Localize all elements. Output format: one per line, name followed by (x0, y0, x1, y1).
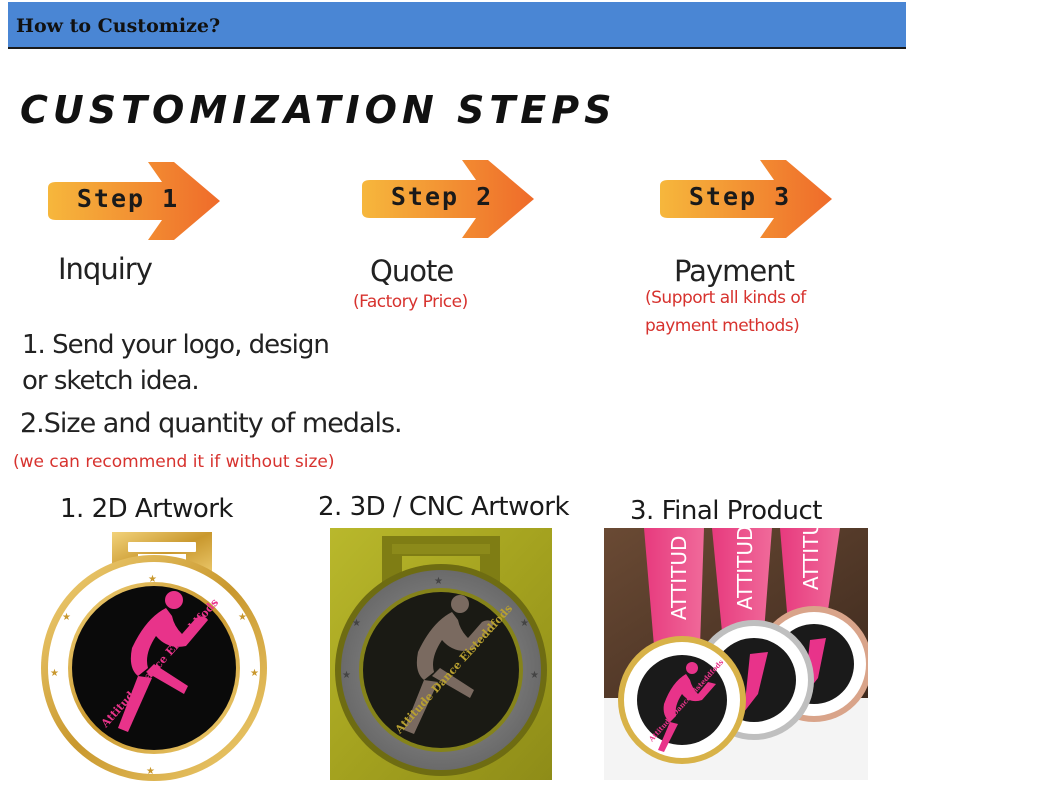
svg-text:★: ★ (50, 668, 59, 679)
step-3-sub-line1: (Support all kinds of (645, 288, 806, 308)
dancer-silhouette-icon (118, 591, 208, 732)
step-3-label: Step 3 (688, 182, 792, 211)
customization-steps-title: CUSTOMIZATION STEPS (20, 88, 617, 132)
svg-text:★: ★ (520, 618, 529, 629)
artwork-2d-image: ★ ★ ★ ★ ★ ★ Attitude Dance Eisteddfods (36, 528, 276, 783)
section-header: How to Customize? (8, 2, 906, 49)
artwork-3d-image: ★ ★ ★ ★ ★ Attitude Dance Eisteddfods (330, 528, 552, 780)
step-2-sub: (Factory Price) (353, 292, 468, 312)
ribbon-2-text: ATTITUD (733, 528, 757, 610)
instruction-2: 2.Size and quantity of medals. (20, 408, 403, 439)
step-1-arrow: Step 1 (44, 158, 224, 244)
svg-text:★: ★ (146, 766, 155, 777)
artwork-2-label: 2. 3D / CNC Artwork (318, 492, 570, 522)
svg-text:★: ★ (238, 612, 247, 623)
dancer-silhouette-icon (404, 595, 494, 734)
ribbon-1-text: ATTITUD (667, 536, 691, 620)
step-1-name: Inquiry (58, 252, 153, 286)
artwork-1-label: 1. 2D Artwork (60, 494, 234, 524)
final-product-image: ATTITUD ATTITUD ATTITUD Attitude Dance E… (604, 528, 868, 780)
dancer-silhouette-icon (658, 662, 716, 752)
step-2-label: Step 2 (390, 182, 494, 211)
svg-text:★: ★ (62, 612, 71, 623)
instruction-1-line-1: 1. Send your logo, design (22, 330, 330, 360)
step-3-name: Payment (674, 254, 795, 288)
step-2-name: Quote (370, 254, 454, 288)
svg-text:★: ★ (342, 670, 351, 681)
svg-text:★: ★ (434, 576, 443, 587)
svg-text:★: ★ (148, 574, 157, 585)
step-1-label: Step 1 (76, 184, 180, 213)
svg-text:★: ★ (250, 668, 259, 679)
step-2-arrow: Step 2 (358, 156, 538, 242)
instruction-1-line-2: or sketch idea. (22, 366, 200, 396)
step-3-arrow: Step 3 (656, 156, 836, 242)
svg-text:★: ★ (530, 670, 539, 681)
step-3-sub-line2: payment methods) (645, 316, 800, 336)
svg-text:★: ★ (352, 618, 361, 629)
artwork-3-label: 3. Final Product (630, 496, 822, 526)
section-header-title: How to Customize? (16, 15, 221, 37)
ribbon-3-text: ATTITUD (799, 528, 823, 590)
size-note: (we can recommend it if without size) (13, 452, 335, 472)
